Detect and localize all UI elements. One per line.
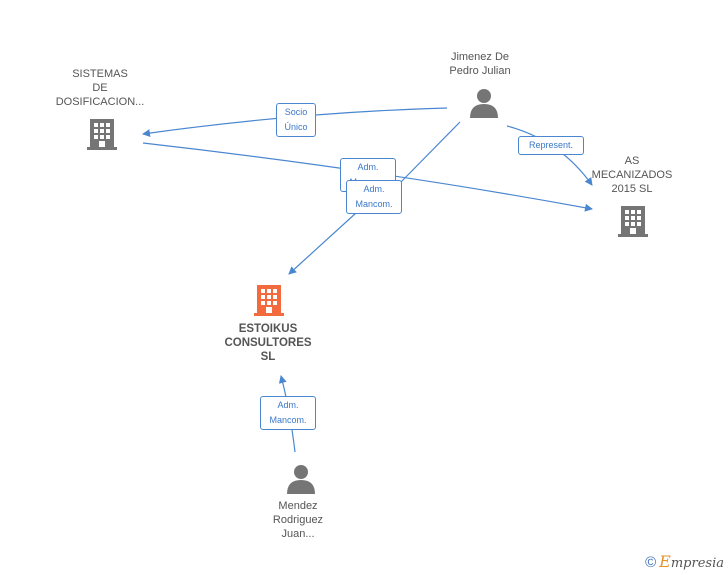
building-icon[interactable] (617, 204, 649, 238)
edge-label-adm-mancom-3[interactable]: Adm. Mancom. (260, 396, 316, 430)
building-icon[interactable] (86, 117, 118, 151)
edge-jimenez-to-adm (397, 121, 461, 186)
person-icon[interactable] (286, 464, 316, 494)
brand-initial: E (659, 552, 671, 571)
building-main-icon[interactable] (253, 283, 285, 317)
node-label-sistemas[interactable]: SISTEMAS DE DOSIFICACION... (55, 68, 145, 108)
copyright-symbol: © (645, 554, 657, 571)
person-icon[interactable] (469, 88, 499, 118)
brand-name-rest: mpresia (670, 556, 724, 571)
edge-label-adm-mancom-2[interactable]: Adm. Mancom. (346, 180, 402, 214)
edge-label-represent[interactable]: Represent. (518, 136, 584, 155)
edge-adm-mancom-2 (288, 212, 357, 275)
node-label-as-mecanizados[interactable]: AS MECANIZADOS 2015 SL (591, 155, 673, 195)
node-label-mendez[interactable]: Mendez Rodriguez Juan... (272, 500, 324, 540)
edge-label-socio-unico[interactable]: Socio Único (276, 103, 316, 137)
node-label-estoikus[interactable]: ESTOIKUS CONSULTORES SL (224, 323, 312, 363)
empresia-logo: ©Empresia (645, 552, 724, 571)
node-label-jimenez[interactable]: Jimenez De Pedro Julian (449, 51, 511, 77)
